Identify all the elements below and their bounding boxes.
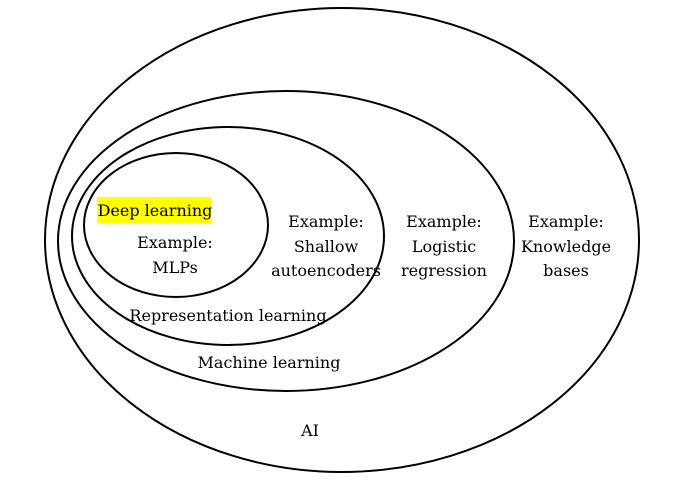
knowledge-example-line-3: bases (543, 261, 589, 280)
representation-learning-ellipse (71, 126, 385, 346)
shallow-example-line-3: autoencoders (271, 261, 381, 280)
deep-learning-ellipse (83, 152, 269, 298)
knowledge-example-line-2: Knowledge (521, 237, 611, 256)
shallow-example-line-1: Example: (288, 212, 364, 231)
ai-label: AI (300, 421, 319, 440)
logistic-example-line-3: regression (401, 261, 487, 280)
machine-learning-label: Machine learning (198, 353, 341, 372)
representation-learning-label: Representation learning (129, 306, 326, 325)
machine-learning-ellipse (57, 90, 515, 392)
ai-ellipse (44, 7, 640, 473)
shallow-example-line-2: Shallow (294, 237, 359, 256)
deep-learning-label: Deep learning (98, 201, 213, 220)
logistic-example-line-2: Logistic (412, 237, 476, 256)
deep-learning-example-line-1: Example: (137, 233, 213, 252)
knowledge-example-line-1: Example: (528, 212, 604, 231)
deep-learning-example-line-2: MLPs (152, 258, 198, 277)
deep-learning-highlight (97, 197, 211, 223)
logistic-example-line-1: Example: (406, 212, 482, 231)
